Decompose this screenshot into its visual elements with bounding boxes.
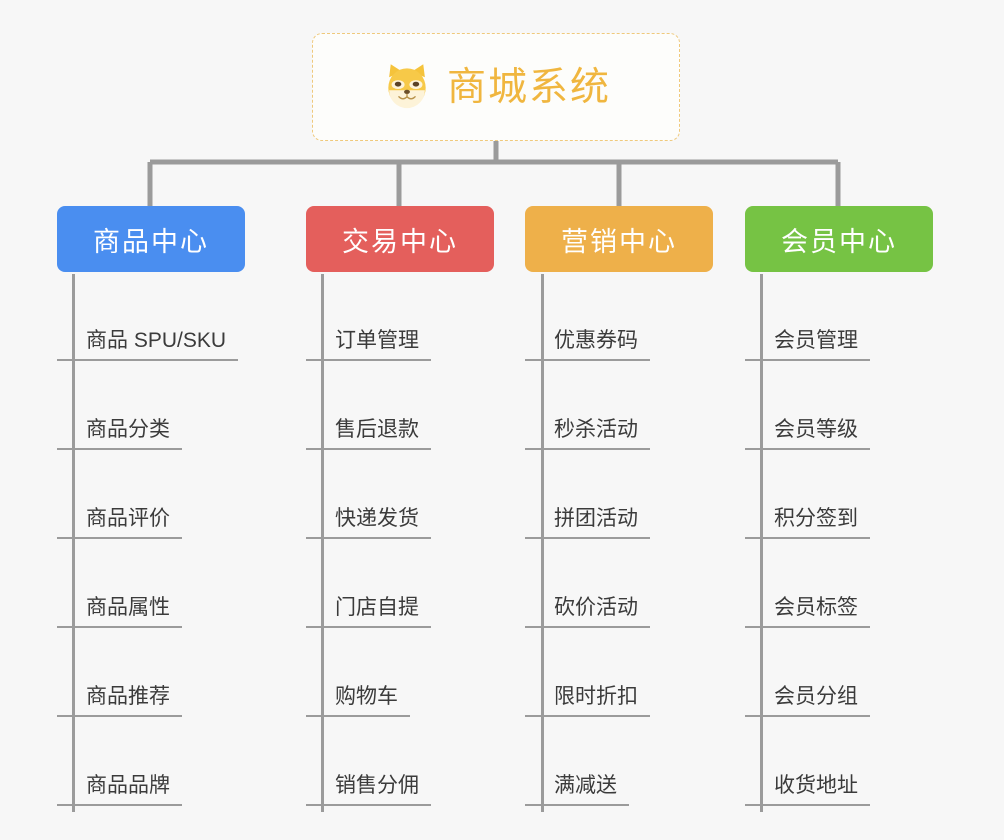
list-item[interactable]: 积分签到 [745, 450, 933, 539]
list-item[interactable]: 拼团活动 [525, 450, 713, 539]
list-item[interactable]: 限时折扣 [525, 628, 713, 717]
leaf-label: 砍价活动 [525, 596, 650, 628]
list-item[interactable]: 秒杀活动 [525, 361, 713, 450]
root-node[interactable]: 商城系统 [312, 33, 680, 141]
leaf-label: 商品属性 [57, 596, 182, 628]
leaf-label: 购物车 [306, 685, 410, 717]
shiba-dog-icon [381, 61, 433, 113]
branch-items-3: 会员管理 会员等级 积分签到 会员标签 会员分组 收货地址 [745, 272, 933, 806]
list-item[interactable]: 商品分类 [57, 361, 245, 450]
leaf-label: 商品 SPU/SKU [57, 329, 239, 361]
branch-column-2: 营销中心 优惠券码 秒杀活动 拼团活动 砍价活动 限时折扣 满减送 [525, 206, 713, 806]
leaf-label: 满减送 [525, 774, 629, 806]
leaf-label: 销售分佣 [306, 774, 431, 806]
leaf-label: 门店自提 [306, 596, 431, 628]
leaf-label: 会员管理 [745, 329, 870, 361]
leaf-label: 限时折扣 [525, 685, 650, 717]
list-item[interactable]: 会员分组 [745, 628, 933, 717]
list-item[interactable]: 购物车 [306, 628, 494, 717]
leaf-label: 商品品牌 [57, 774, 182, 806]
list-item[interactable]: 商品 SPU/SKU [57, 272, 245, 361]
branch-header-0[interactable]: 商品中心 [57, 206, 245, 272]
leaf-label: 快递发货 [306, 507, 431, 539]
list-item[interactable]: 商品评价 [57, 450, 245, 539]
list-item[interactable]: 订单管理 [306, 272, 494, 361]
leaf-label: 商品评价 [57, 507, 182, 539]
leaf-label: 收货地址 [745, 774, 870, 806]
leaf-label: 会员等级 [745, 418, 870, 450]
branch-items-2: 优惠券码 秒杀活动 拼团活动 砍价活动 限时折扣 满减送 [525, 272, 713, 806]
leaf-label: 优惠券码 [525, 329, 650, 361]
list-item[interactable]: 门店自提 [306, 539, 494, 628]
branch-header-1[interactable]: 交易中心 [306, 206, 494, 272]
list-item[interactable]: 优惠券码 [525, 272, 713, 361]
list-item[interactable]: 快递发货 [306, 450, 494, 539]
branch-header-2[interactable]: 营销中心 [525, 206, 713, 272]
list-item[interactable]: 销售分佣 [306, 717, 494, 806]
leaf-label: 拼团活动 [525, 507, 650, 539]
list-item[interactable]: 会员标签 [745, 539, 933, 628]
branch-items-0: 商品 SPU/SKU 商品分类 商品评价 商品属性 商品推荐 商品品牌 [57, 272, 245, 806]
leaf-label: 积分签到 [745, 507, 870, 539]
leaf-label: 商品分类 [57, 418, 182, 450]
list-item[interactable]: 满减送 [525, 717, 713, 806]
list-item[interactable]: 砍价活动 [525, 539, 713, 628]
list-item[interactable]: 会员等级 [745, 361, 933, 450]
branch-header-3[interactable]: 会员中心 [745, 206, 933, 272]
branch-column-0: 商品中心 商品 SPU/SKU 商品分类 商品评价 商品属性 商品推荐 商品品牌 [57, 206, 245, 806]
list-item[interactable]: 商品品牌 [57, 717, 245, 806]
leaf-label: 售后退款 [306, 418, 431, 450]
list-item[interactable]: 商品属性 [57, 539, 245, 628]
branch-column-1: 交易中心 订单管理 售后退款 快递发货 门店自提 购物车 销售分佣 [306, 206, 494, 806]
branch-column-3: 会员中心 会员管理 会员等级 积分签到 会员标签 会员分组 收货地址 [745, 206, 933, 806]
leaf-label: 商品推荐 [57, 685, 182, 717]
leaf-label: 秒杀活动 [525, 418, 650, 450]
leaf-label: 订单管理 [306, 329, 431, 361]
list-item[interactable]: 售后退款 [306, 361, 494, 450]
branch-items-1: 订单管理 售后退款 快递发货 门店自提 购物车 销售分佣 [306, 272, 494, 806]
list-item[interactable]: 会员管理 [745, 272, 933, 361]
list-item[interactable]: 商品推荐 [57, 628, 245, 717]
leaf-label: 会员标签 [745, 596, 870, 628]
leaf-label: 会员分组 [745, 685, 870, 717]
list-item[interactable]: 收货地址 [745, 717, 933, 806]
root-title: 商城系统 [446, 65, 611, 109]
